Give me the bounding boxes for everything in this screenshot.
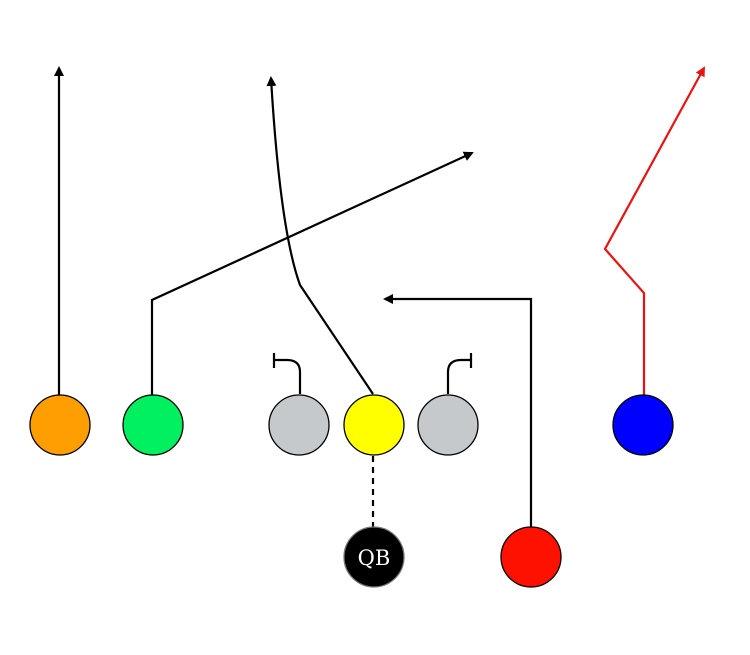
player-running-back[interactable] [500,526,562,588]
player-quarterback[interactable] [343,526,405,588]
player-right-guard[interactable] [417,394,479,456]
route-flanker-post [603,66,705,395]
block-right-guard [446,353,473,394]
players [29,394,674,588]
qb-label: QB [358,546,391,570]
route-running-back-out [383,294,533,527]
route-slot-post [150,151,474,395]
routes [54,66,705,527]
route-center-seam [266,76,374,395]
player-split-end[interactable] [29,394,91,456]
player-slot-receiver[interactable] [122,394,184,456]
player-center[interactable] [343,394,405,456]
player-left-guard[interactable] [268,394,330,456]
block-left-guard [272,353,302,394]
player-flanker[interactable] [612,394,674,456]
